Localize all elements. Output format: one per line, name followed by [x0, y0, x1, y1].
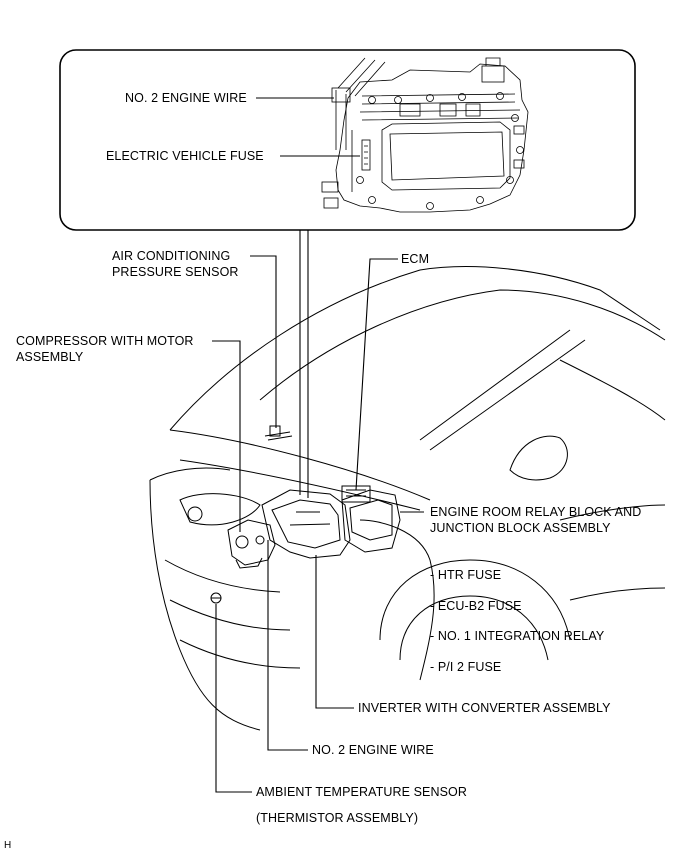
label-htr-fuse: - HTR FUSE: [430, 568, 502, 582]
car-outline: [149, 266, 666, 731]
label-compressor-line1: COMPRESSOR WITH MOTOR: [16, 334, 194, 348]
label-ambient-line1: AMBIENT TEMPERATURE SENSOR: [256, 785, 467, 799]
label-relay-block-line1: ENGINE ROOM RELAY BLOCK AND: [430, 505, 642, 519]
label-relay-block-line2: JUNCTION BLOCK ASSEMBLY: [430, 521, 611, 535]
leader-lines: [212, 97, 424, 793]
label-compressor-line2: ASSEMBLY: [16, 350, 84, 364]
label-ac-pressure-line1: AIR CONDITIONING: [112, 249, 231, 263]
label-ac-pressure-line2: PRESSURE SENSOR: [112, 265, 239, 279]
corner-mark: H: [4, 840, 12, 851]
label-no2-engine-wire-bottom: NO. 2 ENGINE WIRE: [312, 743, 434, 757]
label-ecm: ECM: [401, 252, 430, 266]
label-electric-vehicle-fuse: ELECTRIC VEHICLE FUSE: [106, 149, 264, 163]
label-ambient-line2: (THERMISTOR ASSEMBLY): [256, 811, 419, 825]
inset-frame: [59, 49, 636, 231]
label-no2-engine-wire-top: NO. 2 ENGINE WIRE: [125, 91, 247, 105]
inset-inverter-drawing: [321, 57, 529, 213]
label-pi2-fuse: - P/I 2 FUSE: [430, 660, 502, 674]
label-integration-relay: - NO. 1 INTEGRATION RELAY: [430, 629, 605, 643]
engine-components: [210, 425, 401, 604]
label-ecu-b2-fuse: - ECU-B2 FUSE: [430, 599, 522, 613]
label-inverter: INVERTER WITH CONVERTER ASSEMBLY: [358, 701, 611, 715]
